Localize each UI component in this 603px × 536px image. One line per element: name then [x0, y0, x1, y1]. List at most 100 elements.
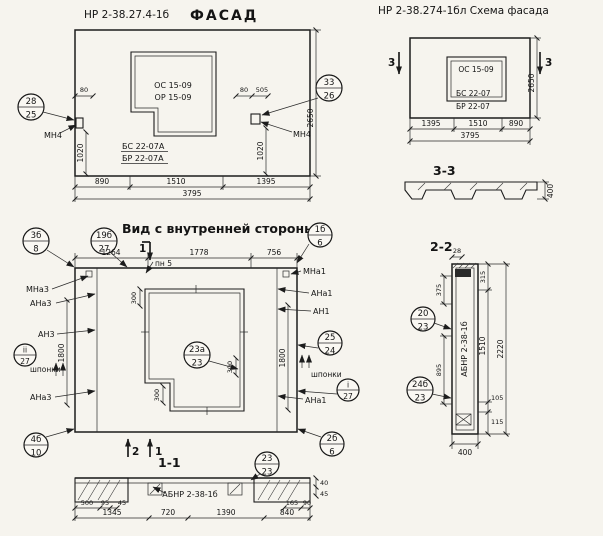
svg-text:315: 315: [479, 271, 487, 283]
scheme-window-inner-line: [450, 60, 503, 98]
svg-text:6: 6: [317, 239, 322, 249]
svg-text:1345: 1345: [102, 508, 121, 517]
scheme-label-os: ОС 15-09: [458, 65, 494, 74]
facade-dim-1020-left: 1020: [76, 129, 89, 177]
svg-text:2220: 2220: [496, 339, 505, 358]
inner-dim-300-c: 300: [153, 383, 166, 406]
inner-view-title: Вид с внутренней стороны: [122, 221, 315, 236]
facade-title-word: ФАСАД: [190, 8, 258, 24]
scheme-label-bs: БС 22-07: [456, 89, 491, 98]
svg-text:19б: 19б: [96, 231, 112, 241]
svg-text:i: i: [347, 381, 349, 390]
svg-text:20: 20: [418, 309, 429, 319]
svg-text:23: 23: [192, 359, 203, 369]
section-2-2-title: 2-2: [430, 239, 453, 254]
scheme-title: НР 2-38.274-1бл Схема фасада: [378, 5, 549, 17]
svg-text:33: 33: [324, 78, 335, 88]
section-2-2-callout-20: 20 23: [410, 306, 436, 333]
inner-label-pn5: пн 5: [155, 259, 172, 268]
svg-text:1264: 1264: [101, 248, 120, 257]
section-2-2: 2-2 АБНР 2-38-1б 20 23 24б 23 28 375: [406, 239, 510, 457]
svg-text:400: 400: [458, 448, 473, 457]
facade-label-br: БР 22-07А: [122, 154, 164, 163]
scheme-section-mark-right: 3: [537, 52, 552, 75]
section-3-3: 3-3 400: [404, 163, 555, 202]
section-1-1-title: 1-1: [158, 455, 181, 470]
svg-text:2б: 2б: [327, 434, 338, 444]
facade-window-label-os: ОС 15-09: [154, 81, 192, 90]
inner-callout-4b: 4б 10: [23, 432, 49, 459]
svg-text:890: 890: [95, 177, 110, 186]
svg-text:300: 300: [130, 292, 138, 304]
section-3-3-profile: [404, 181, 538, 200]
section-3-3-dim-400: 400: [537, 179, 555, 202]
svg-text:105: 105: [491, 394, 503, 402]
inner-callout-23: 23 23: [254, 451, 280, 478]
inner-window-inner-line: [148, 292, 241, 408]
inner-anchor-left: [85, 270, 93, 278]
svg-text:115: 115: [491, 418, 503, 426]
facade-label-bs: БС 22-07А: [122, 142, 165, 151]
section-3-3-hatch: [417, 182, 528, 191]
section-3-3-title: 3-3: [433, 163, 456, 178]
svg-text:40: 40: [320, 479, 328, 487]
section-2-2-dim-895: 895: [435, 333, 452, 407]
facade-scheme-drawing: НР 2-38.274-1бл Схема фасада ОС 15-09 БС…: [378, 5, 552, 145]
facade-anchor-left: [75, 117, 84, 129]
inner-label-an1: АН1: [313, 307, 330, 316]
inner-callout-23a: 23а 23: [183, 341, 211, 369]
facade-dim-1020-right: 1020: [256, 125, 269, 177]
svg-text:95: 95: [101, 499, 109, 507]
svg-text:ii: ii: [23, 346, 27, 355]
svg-text:1395: 1395: [421, 119, 440, 128]
svg-text:895: 895: [435, 364, 443, 376]
svg-text:1: 1: [139, 243, 146, 255]
svg-text:1б: 1б: [315, 225, 326, 235]
section-1-1: 1-1 АБНР 2-38-1б 500 95 45 165 90: [72, 455, 328, 521]
section-1-1-part-label: АБНР 2-38-1б: [162, 490, 217, 499]
svg-text:1800: 1800: [57, 343, 66, 362]
inner-callout-2b: 2б 6: [319, 431, 345, 458]
facade-window-inner-line: [134, 55, 213, 133]
svg-text:500: 500: [81, 499, 93, 507]
facade-title-code: НР 2-38.27.4-1б: [84, 9, 169, 21]
svg-text:2650: 2650: [306, 108, 315, 127]
section-2-2-top-hatch: [452, 262, 477, 269]
scheme-dim-bottom-chain: 1395 1510 890 3795: [407, 118, 533, 145]
scheme-label-br: БР 22-07: [456, 102, 490, 111]
svg-text:720: 720: [161, 508, 176, 517]
svg-text:27: 27: [99, 245, 110, 255]
scheme-panel-outline: [409, 37, 531, 119]
inner-label-an3: АН3: [38, 330, 55, 339]
svg-text:45: 45: [320, 490, 328, 498]
svg-text:4б: 4б: [31, 435, 42, 445]
scheme-section-mark-left: 3: [388, 52, 402, 75]
svg-text:24: 24: [325, 347, 336, 357]
section-1-1-dim-right-small: 165 90: [281, 499, 313, 511]
svg-text:25: 25: [26, 111, 37, 121]
svg-text:80: 80: [240, 86, 248, 94]
section-1-1-jamb-left: [147, 482, 163, 496]
facade-dim-80-505-right: 80 505: [233, 86, 271, 99]
svg-text:26: 26: [324, 92, 335, 102]
svg-text:1510: 1510: [166, 177, 185, 186]
facade-panel-outline: [74, 29, 311, 177]
inner-anchor-right: [282, 270, 290, 278]
inner-key-arrows-left: [53, 362, 66, 376]
facade-anchor-left-label: МН4: [44, 131, 62, 140]
inner-callout-ii: ii 27: [13, 343, 37, 367]
inner-panel-outline: [74, 267, 298, 433]
inner-dim-300-a: 300: [130, 286, 143, 309]
inner-callout-1b: 1б 6: [307, 222, 333, 249]
svg-text:2650: 2650: [527, 73, 536, 92]
inner-label-ana3-top: АНа3: [30, 299, 51, 308]
inner-callout-19b: 19б 27: [90, 227, 118, 255]
facade-callout-left: 28 25: [17, 93, 45, 121]
inner-callout-25: 25 24: [317, 330, 343, 357]
inner-callout-i: i 27: [336, 378, 360, 402]
facade-dim-80-left: 80: [72, 86, 96, 99]
inner-dim-1800-left: 1800: [57, 297, 70, 408]
section-2-2-panel: [451, 263, 479, 435]
inner-dim-300-b: 300: [226, 355, 239, 378]
